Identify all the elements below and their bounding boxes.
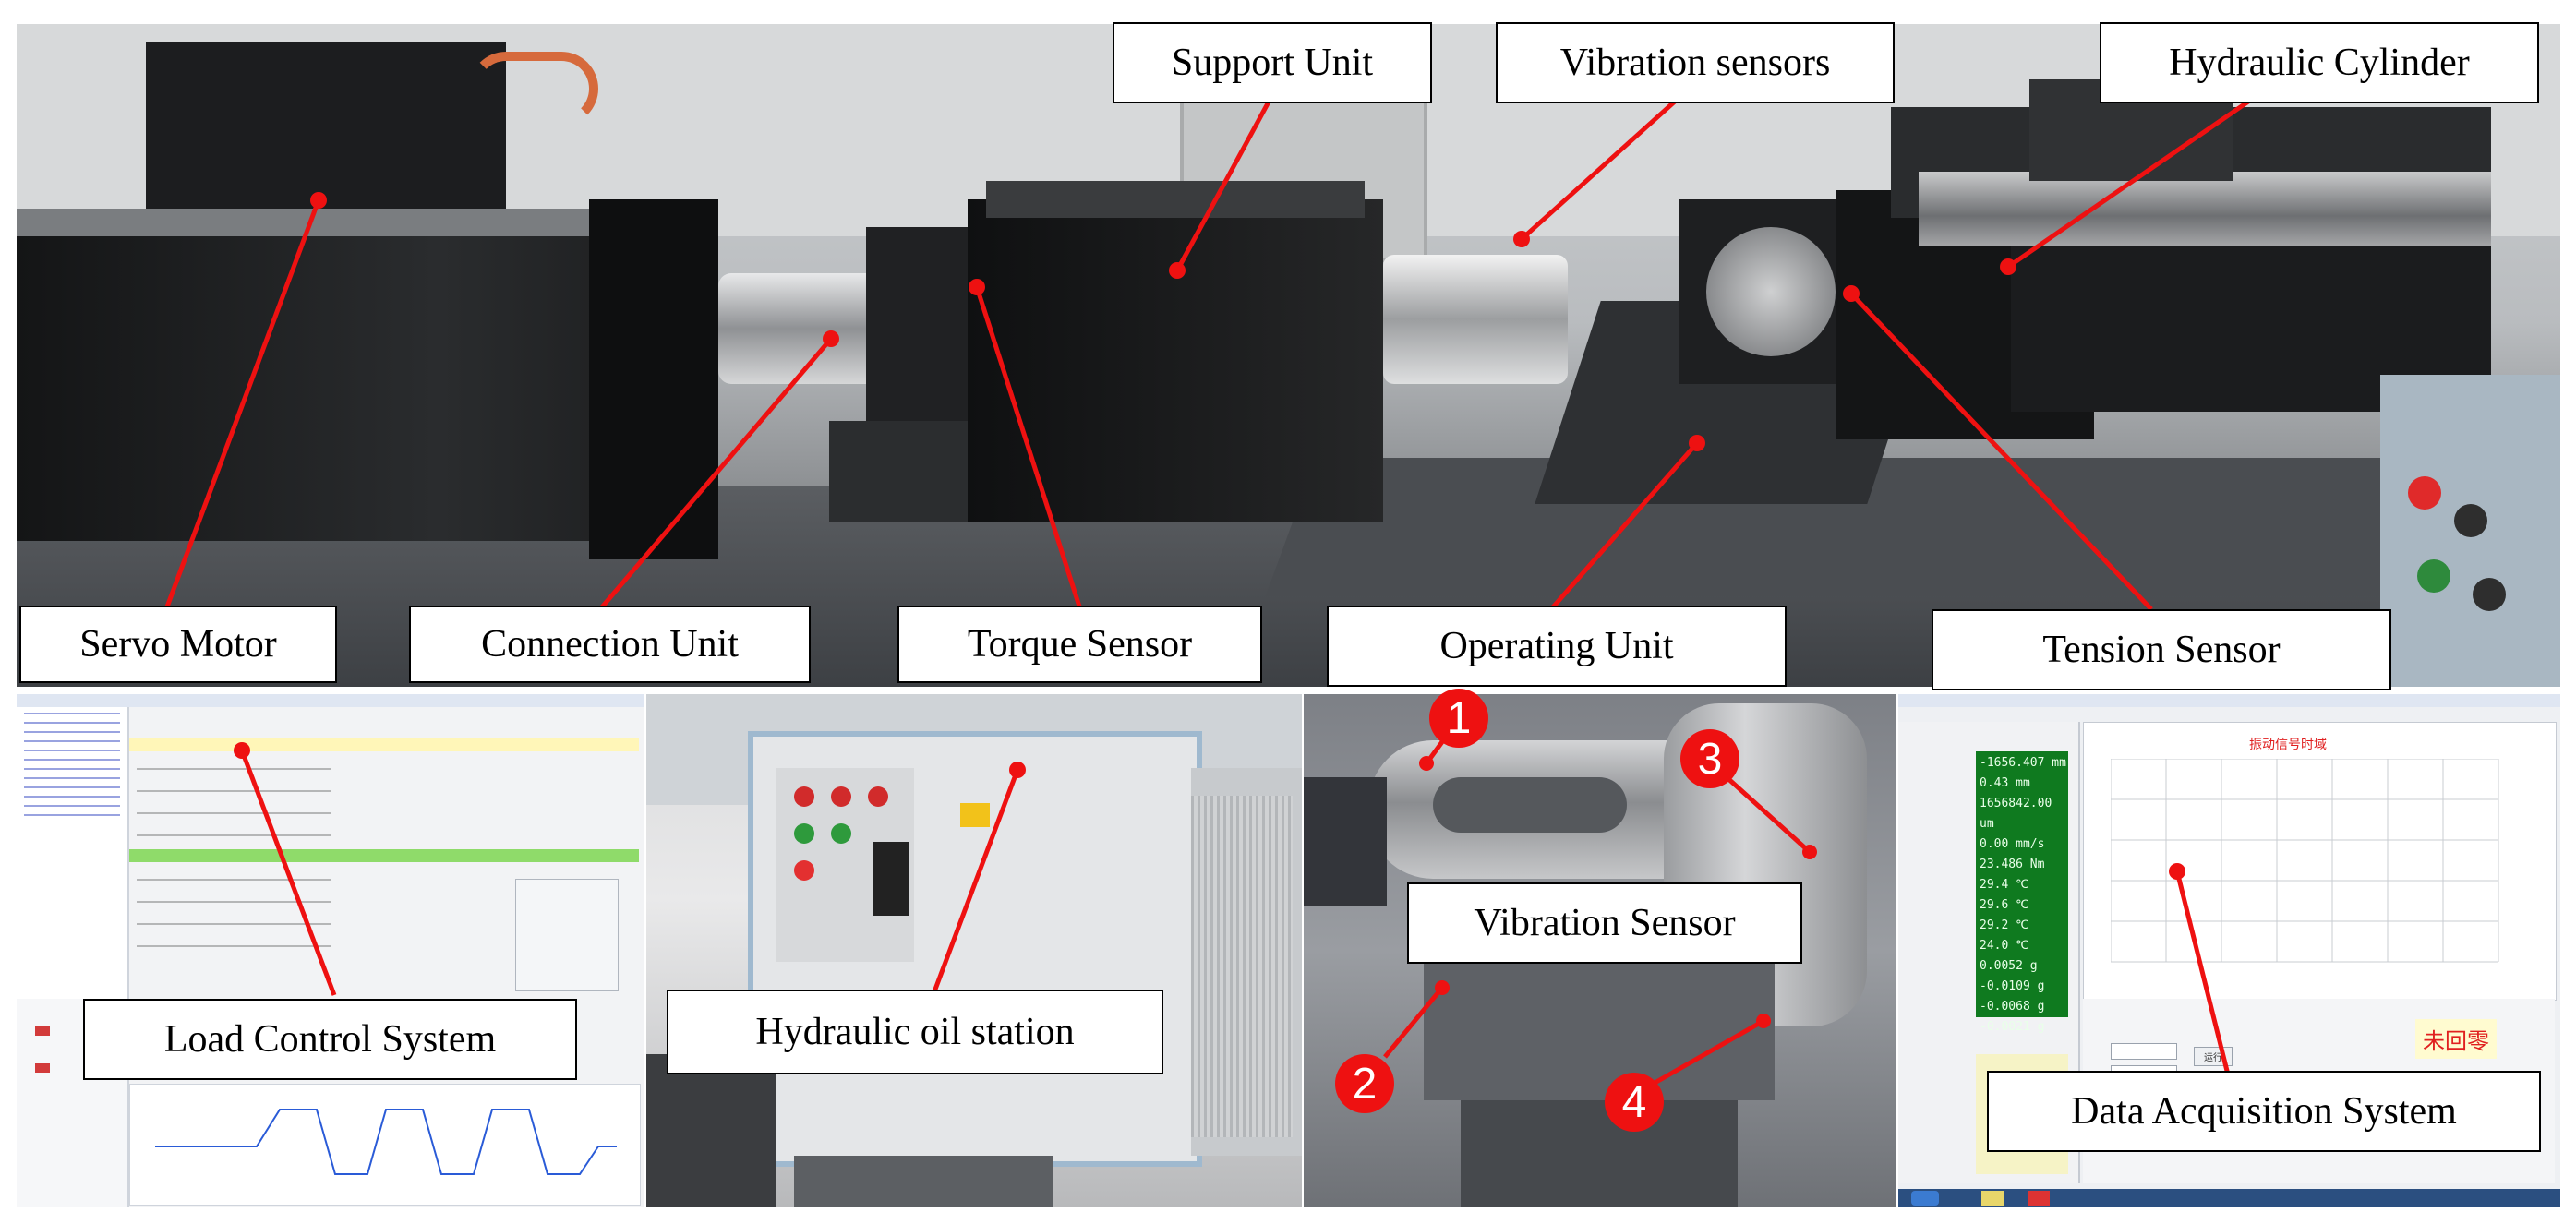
label-vibration-sensor: Vibration Sensor — [1407, 882, 1802, 964]
reading-9: 24.0 ℃ — [1980, 939, 2029, 953]
sensor-number-3: 3 — [1680, 729, 1739, 788]
reading-4: 0.00 mm/s — [1980, 837, 2045, 851]
sensor-number-1: 1 — [1429, 689, 1488, 748]
sensor-number-4: 4 — [1605, 1073, 1664, 1132]
daq-chart-grid — [2111, 759, 2499, 963]
label-torque-sensor: Torque Sensor — [897, 606, 1262, 683]
label-vibration-sensors: Vibration sensors — [1496, 22, 1895, 103]
reading-10: 0.0052 g — [1980, 959, 2038, 973]
label-hydraulic-cylinder: Hydraulic Cylinder — [2100, 22, 2539, 103]
reading-6: 29.4 ℃ — [1980, 878, 2029, 892]
label-hydraulic-oil-station: Hydraulic oil station — [667, 990, 1163, 1074]
label-support-unit: Support Unit — [1113, 22, 1432, 103]
load-signal-plot — [155, 1109, 617, 1175]
reading-13: -0.0021 g — [1980, 1020, 2045, 1034]
reading-8: 29.2 ℃ — [1980, 918, 2029, 932]
reading-1: -1656.407 mm — [1980, 756, 2066, 770]
label-operating-unit: Operating Unit — [1327, 606, 1787, 687]
label-servo-motor: Servo Motor — [19, 606, 337, 683]
label-load-control-system: Load Control System — [83, 999, 577, 1080]
daq-chart-title: 振动信号时域 — [2249, 738, 2327, 752]
daq-status-text: 未回零 — [2415, 1019, 2497, 1059]
hydraulic-station-photo — [646, 694, 1302, 1207]
label-data-acquisition-system: Data Acquisition System — [1987, 1071, 2541, 1152]
reading-12: -0.0068 g — [1980, 1000, 2045, 1014]
reading-3: 1656842.00 um — [1980, 797, 2052, 831]
label-connection-unit: Connection Unit — [409, 606, 811, 683]
reading-11: -0.0109 g — [1980, 979, 2045, 993]
reading-7: 29.6 ℃ — [1980, 898, 2029, 912]
load-control-screenshot — [17, 694, 644, 1207]
reading-2: 0.43 mm — [1980, 776, 2030, 790]
label-tension-sensor: Tension Sensor — [1932, 609, 2391, 690]
sensor-number-2: 2 — [1335, 1054, 1394, 1113]
reading-5: 23.486 Nm — [1980, 858, 2045, 871]
